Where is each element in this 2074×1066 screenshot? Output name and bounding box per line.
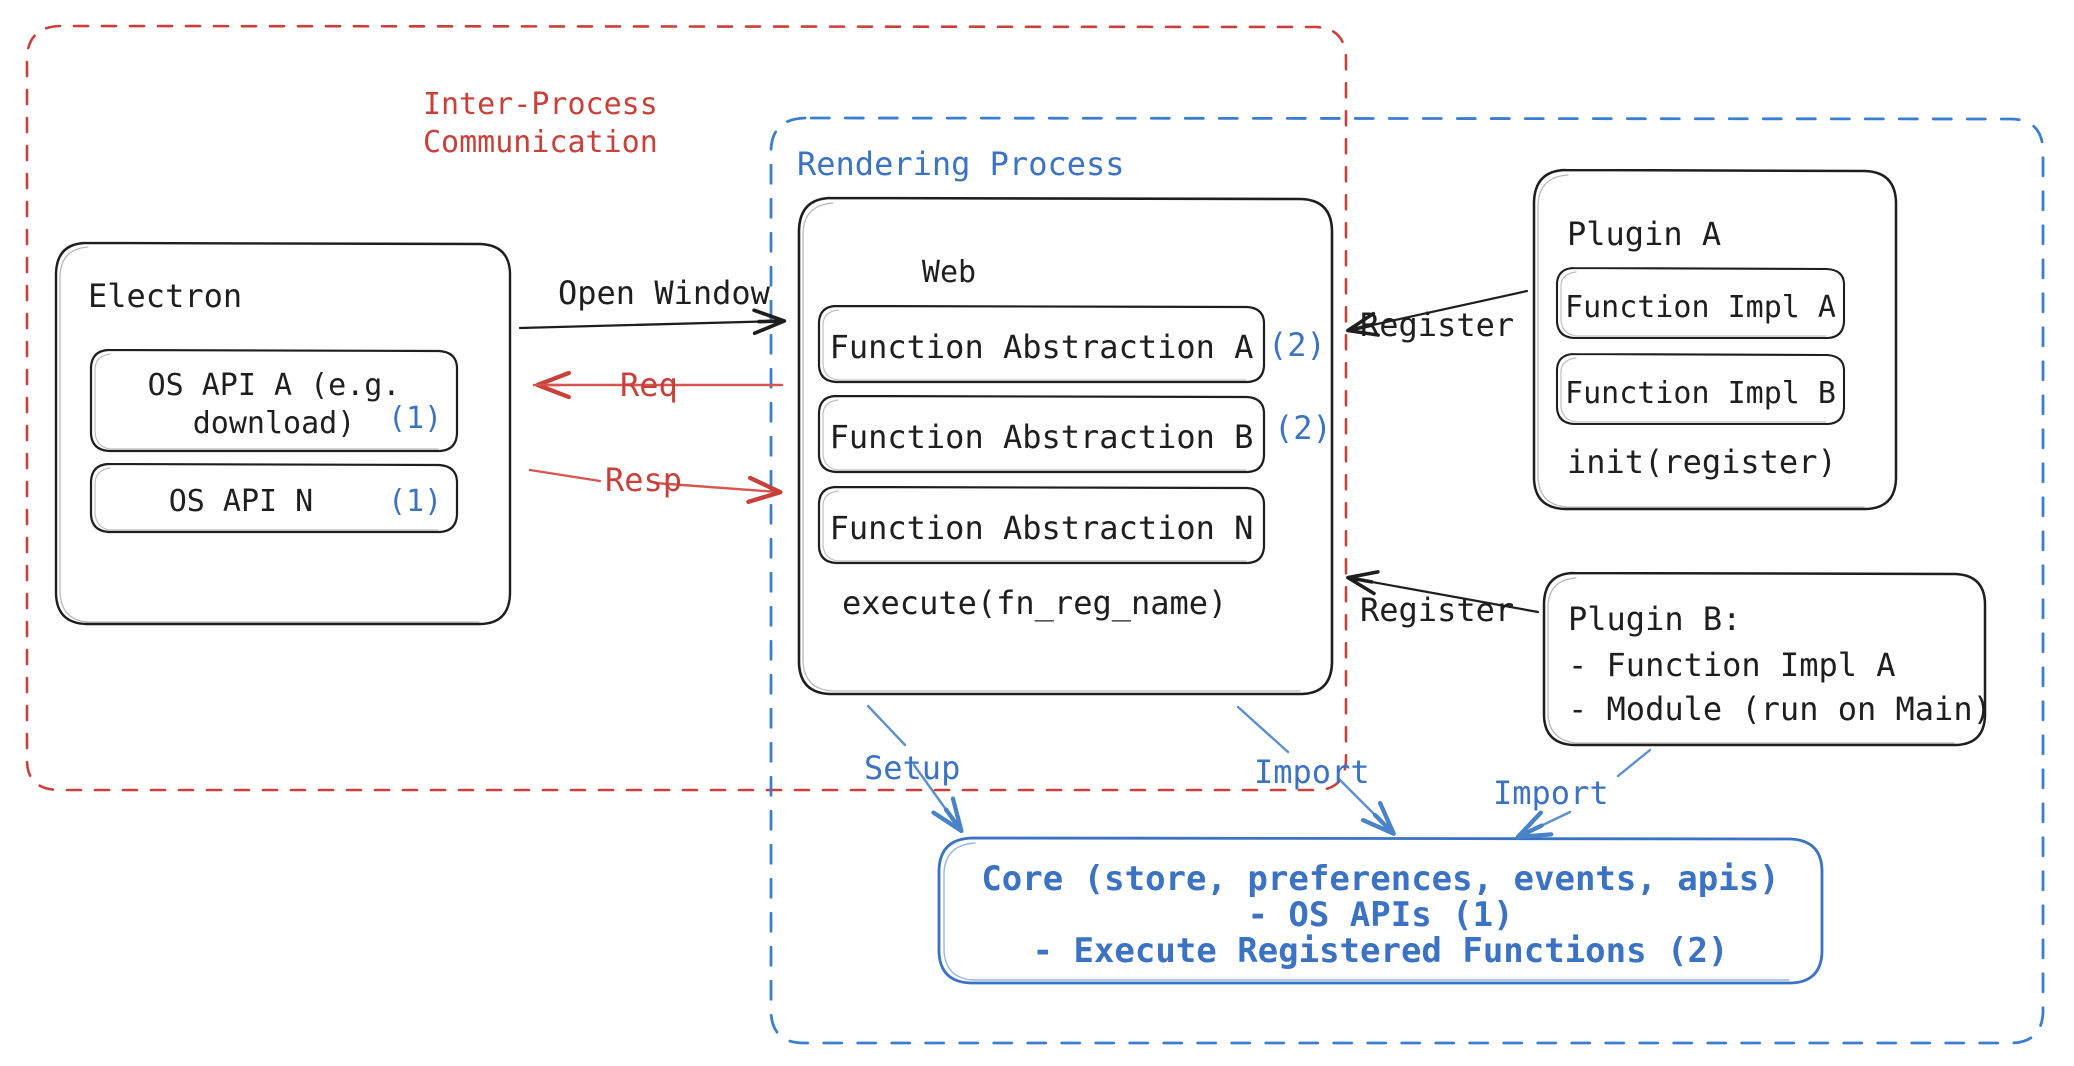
function-abstraction-b-label: Function Abstraction B (829, 418, 1254, 456)
register-a-arrow-label: Register (1360, 306, 1515, 344)
plugin-b-line-1: - Function Impl A (1568, 646, 1896, 684)
os-api-a-label: OS API A (e.g.download) (91, 367, 457, 442)
function-abstraction-a-label: Function Abstraction A (829, 328, 1254, 366)
open-window-arrow (518, 308, 787, 336)
ipc-label-line1: Inter-Process (423, 87, 658, 122)
web-box-title: Web (921, 255, 977, 290)
function-impl-a-label: Function Impl A (1565, 290, 1836, 325)
os-api-a-line2: download) (192, 405, 356, 441)
req-arrow-label: Req (620, 366, 678, 404)
import-plugin-arrow-label: Import (1493, 774, 1609, 812)
open-window-arrow-label: Open Window (558, 274, 770, 312)
plugin-a-init-label: init(register) (1567, 443, 1837, 481)
function-abstraction-n-label: Function Abstraction N (829, 509, 1254, 547)
os-api-n-badge: (1) (388, 484, 443, 519)
resp-arrow-label: Resp (605, 461, 683, 499)
core-line-2: - OS APIs (1) (1247, 895, 1514, 935)
plugin-a-title: Plugin A (1567, 215, 1722, 253)
core-line-1: Core (store, preferences, events, apis) (981, 859, 1780, 899)
plugin-b-title: Plugin B: (1568, 600, 1742, 638)
plugin-b-line-2: - Module (run on Main) (1568, 690, 1992, 728)
function-impl-b-label: Function Impl B (1565, 376, 1836, 411)
electron-box-title: Electron (88, 277, 243, 315)
function-abstraction-a-badge: (2) (1268, 326, 1326, 364)
setup-arrow-label: Setup (864, 749, 961, 787)
os-api-a-badge: (1) (388, 401, 443, 436)
ipc-label-line2: Communication (423, 124, 658, 160)
core-line-3: - Execute Registered Functions (2) (1032, 931, 1729, 971)
os-api-a-line1: OS API A (e.g. (147, 368, 401, 403)
web-execute-label: execute(fn_reg_name) (842, 584, 1228, 622)
rendering-process-label: Rendering Process (797, 145, 1125, 183)
register-b-arrow-label: Register (1360, 591, 1515, 629)
os-api-n-label: OS API N (168, 484, 314, 519)
function-abstraction-b-badge: (2) (1274, 409, 1332, 447)
import-web-arrow-label: Import (1254, 753, 1370, 791)
